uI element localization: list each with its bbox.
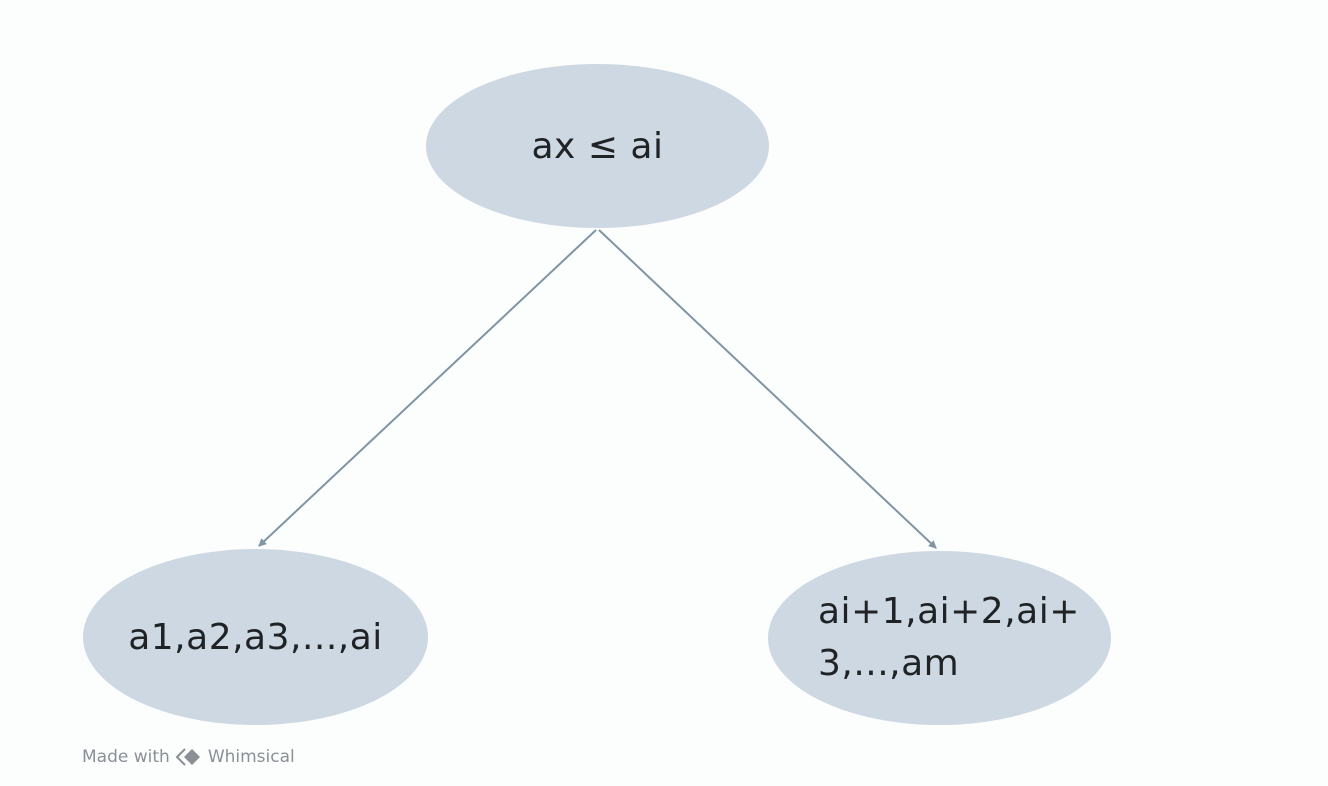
node-right-label: ai+1,ai+2,ai+ 3,...,am: [818, 590, 1080, 684]
node-right-child[interactable]: ai+1,ai+2,ai+ 3,...,am: [768, 551, 1111, 725]
edge-root-to-left: [258, 229, 597, 547]
whimsical-diamond-icon: [175, 748, 200, 766]
edge-root-to-right: [598, 229, 937, 549]
whimsical-brand-text: Whimsical: [207, 747, 295, 767]
made-with-footer[interactable]: Made with Whimsical: [82, 745, 295, 769]
node-left-child[interactable]: a1,a2,a3,...,ai: [83, 549, 428, 725]
made-with-text: Made with: [82, 747, 170, 767]
node-root-label: ax ≤ ai: [531, 125, 664, 167]
node-root[interactable]: ax ≤ ai: [426, 64, 769, 228]
node-left-label: a1,a2,a3,...,ai: [128, 616, 383, 658]
